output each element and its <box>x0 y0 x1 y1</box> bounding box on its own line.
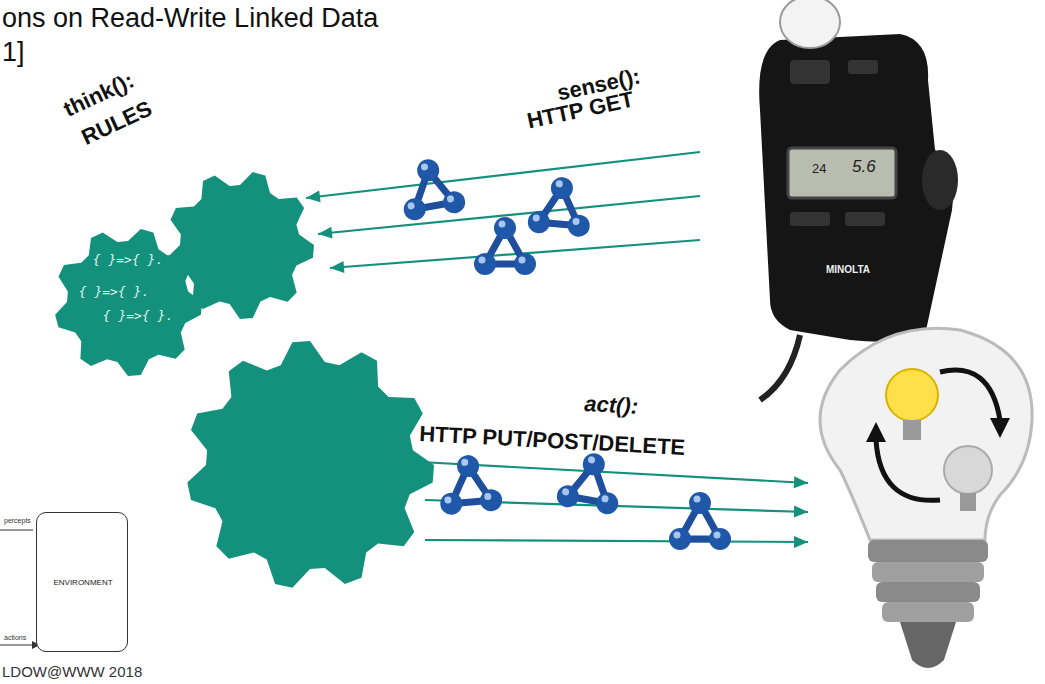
gear <box>55 229 202 376</box>
rule-gear: { }=>{ }. { }=>{ }. { }=>{ }. <box>52 226 204 378</box>
percepts-line <box>0 530 33 531</box>
graph-highlight <box>532 214 540 222</box>
meter-button <box>790 212 830 226</box>
arrow-head <box>794 476 808 488</box>
rdf-graph-icon <box>527 174 594 237</box>
percepts-label: percepts <box>4 517 31 525</box>
brand-text: MINOLTA <box>826 264 870 275</box>
flow-line <box>425 540 808 542</box>
graph-node <box>669 528 691 550</box>
graph-node <box>595 491 620 516</box>
bulb-tip <box>900 622 956 668</box>
graph-highlight <box>484 493 492 501</box>
meter-button <box>790 60 830 84</box>
light-bulb <box>820 328 1032 668</box>
environment-box: ENVIRONMENT <box>36 512 128 652</box>
graph-node <box>415 158 440 183</box>
graph-highlight <box>479 257 486 264</box>
gear-outline <box>52 226 204 378</box>
graph-node <box>494 217 516 239</box>
graph-highlight <box>407 202 415 210</box>
graph-highlight <box>519 257 526 264</box>
slide-title: ons on Read-Write Linked Data <box>2 4 378 34</box>
graph-highlight <box>562 488 570 496</box>
arrow-head <box>306 190 321 202</box>
graph-highlight <box>572 218 580 226</box>
graph-node <box>689 492 711 514</box>
graph-node <box>402 197 427 222</box>
rdf-graph-icon <box>669 492 731 550</box>
cycle-arrow <box>940 370 1000 420</box>
graph-node <box>514 253 536 275</box>
act-label: act(): <box>584 392 639 419</box>
arrow-head <box>330 261 344 273</box>
graph-highlight <box>446 195 454 203</box>
rule-text: { }=>{ }. <box>93 253 163 267</box>
graph-highlight <box>674 532 681 539</box>
title-fragment: 1] <box>2 38 25 68</box>
flow-line <box>306 152 700 198</box>
gear <box>187 341 434 588</box>
meter-button <box>848 60 878 74</box>
meter-strap <box>922 150 958 210</box>
graph-highlight <box>601 495 609 503</box>
rule-text: { }=>{ }. <box>79 285 149 299</box>
meter-button <box>845 212 885 226</box>
graph-node <box>567 214 591 238</box>
bulb-base <box>872 562 984 582</box>
meter-dome <box>780 0 840 48</box>
small-bulb-base <box>903 420 921 440</box>
cycle-arrow <box>876 440 940 500</box>
actions-label: actions <box>4 634 26 642</box>
arrow-head <box>794 536 808 548</box>
meter-display <box>788 148 896 198</box>
bulb-base <box>882 602 974 622</box>
rdf-graph-icon <box>436 452 503 515</box>
graph-node <box>709 528 731 550</box>
rdf-graph-icon <box>396 154 467 222</box>
graph-node <box>456 454 480 478</box>
graph-highlight <box>588 456 596 464</box>
graph-highlight <box>499 221 506 228</box>
graph-highlight <box>694 496 701 503</box>
display-value: 5.6 <box>852 158 876 177</box>
arrow-head <box>794 506 808 518</box>
graph-highlight <box>444 496 452 504</box>
bulb-base <box>868 540 988 562</box>
act-methods: HTTP PUT/POST/DELETE <box>419 422 686 460</box>
graph-highlight <box>420 163 428 171</box>
bulb-glass <box>820 328 1032 540</box>
rule-text: { }=>{ }. <box>103 309 173 323</box>
rdf-graph-icon <box>555 448 626 516</box>
actions-line <box>0 645 34 646</box>
rdf-graph-icon <box>474 217 536 275</box>
bulb-base <box>876 582 980 602</box>
graph-node <box>474 253 496 275</box>
graph-node <box>441 190 466 215</box>
display-value: 24 <box>812 162 826 176</box>
small-bulb-base <box>960 493 976 511</box>
cycle-arrow-head <box>866 422 886 442</box>
graph-highlight <box>555 180 563 188</box>
graph-node <box>550 176 574 200</box>
graph-node <box>439 492 463 516</box>
cycle-arrow-head <box>990 418 1010 438</box>
graph-highlight <box>714 532 721 539</box>
small-bulb-on <box>886 369 938 421</box>
graph-highlight <box>461 459 469 467</box>
arrow-head <box>318 227 333 239</box>
graph-node <box>527 210 551 234</box>
footer-text: LDOW@WWW 2018 <box>2 664 142 681</box>
graph-node <box>479 488 503 512</box>
node-label: ENVIRONMENT <box>53 579 112 588</box>
meter-cord <box>760 335 800 400</box>
small-bulb-off <box>944 446 992 494</box>
graph-node <box>555 484 580 509</box>
